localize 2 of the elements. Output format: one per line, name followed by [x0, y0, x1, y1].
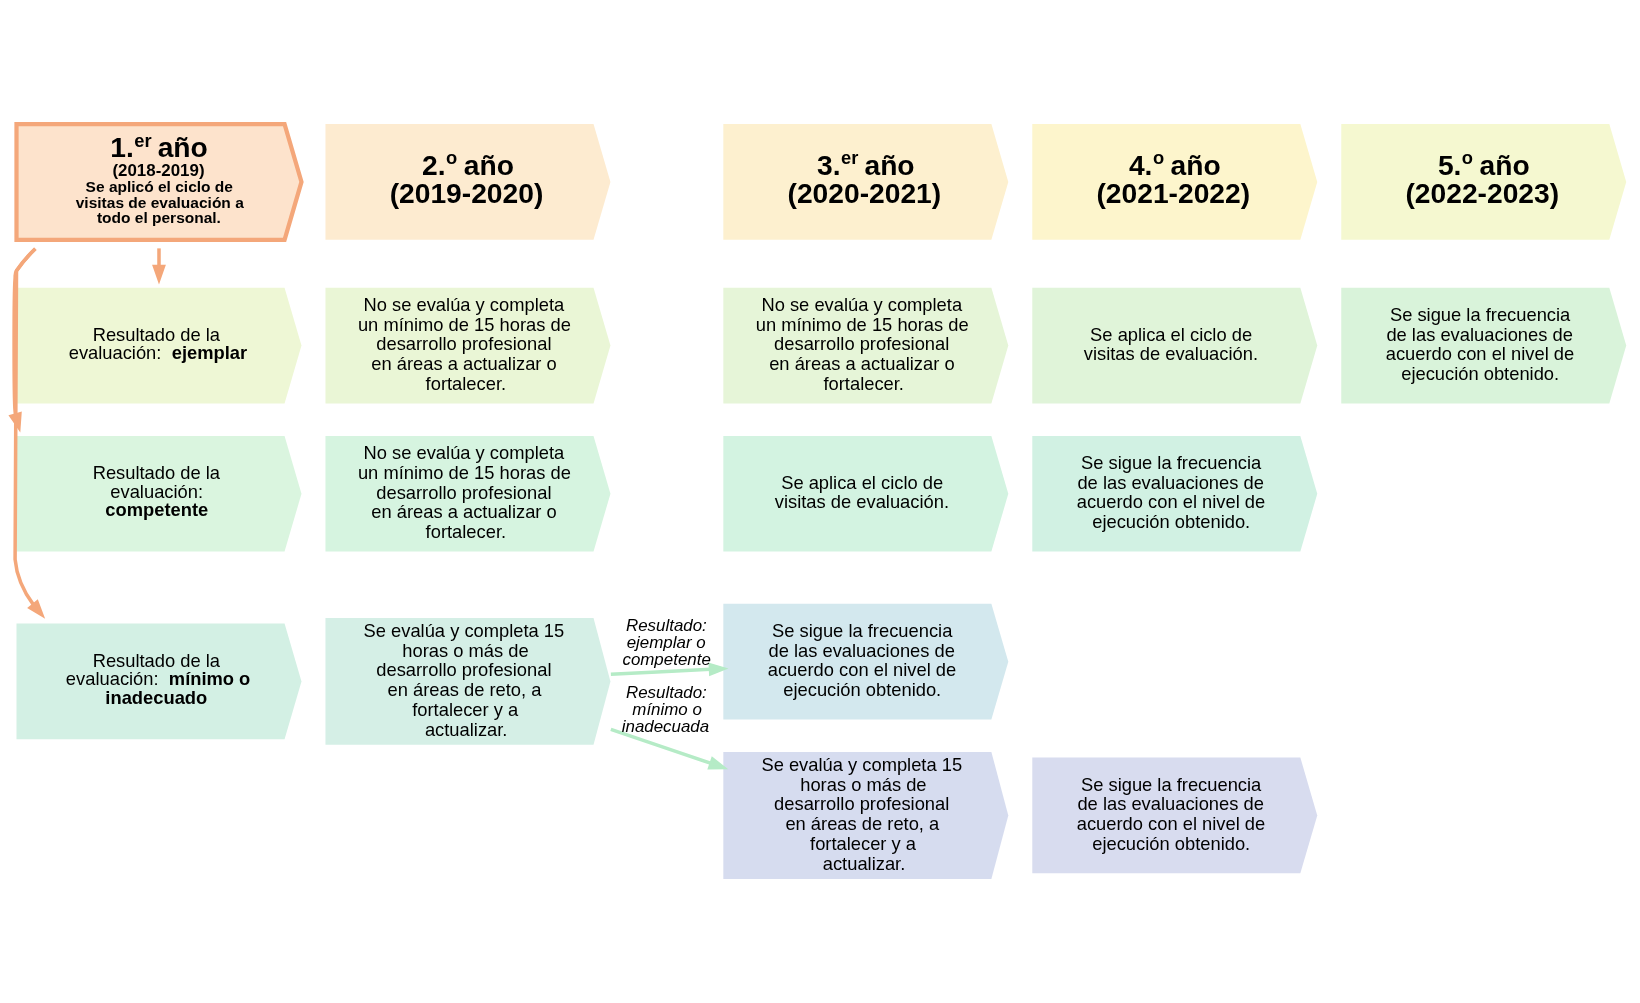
edge-label: Resultado: mínimo o inadecuada — [621, 682, 710, 736]
edge-label: Resultado: ejemplar o competente — [622, 616, 711, 670]
